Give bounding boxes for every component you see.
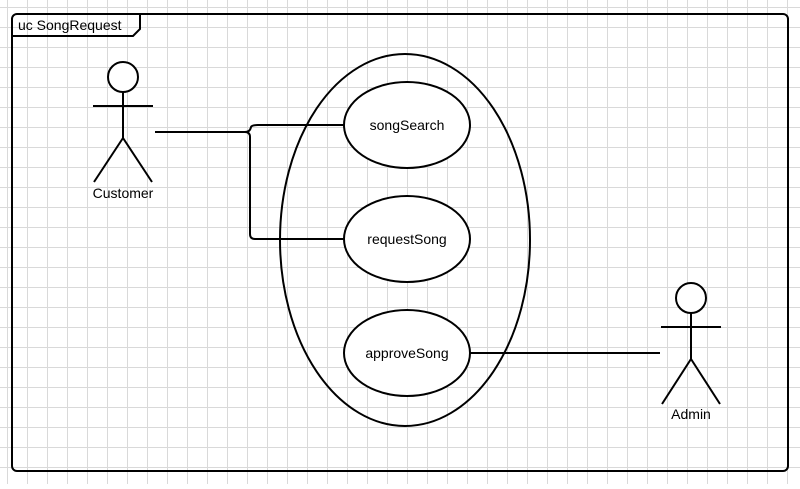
- actor-admin-right-leg: [690, 358, 721, 405]
- association-customer-songsearch[interactable]: [155, 124, 344, 133]
- actor-customer[interactable]: Customer: [93, 61, 154, 201]
- actor-customer-label: Customer: [93, 185, 154, 201]
- actor-admin-label: Admin: [671, 406, 711, 422]
- diagram-frame[interactable]: [11, 13, 789, 472]
- actor-admin[interactable]: Admin: [661, 282, 721, 422]
- actor-customer-head: [107, 61, 139, 93]
- use-case-requestsong-label: requestSong: [367, 231, 446, 247]
- frame-title-tab: [12, 14, 141, 37]
- association-customer-requestsong[interactable]: [244, 131, 344, 240]
- use-case-requestsong[interactable]: requestSong: [343, 195, 471, 283]
- frame-title: uc SongRequest: [18, 17, 122, 33]
- use-case-approvesong-label: approveSong: [365, 345, 448, 361]
- use-case-approvesong[interactable]: approveSong: [343, 309, 471, 397]
- actor-customer-left-leg: [93, 137, 124, 183]
- actor-admin-left-leg: [661, 358, 692, 405]
- use-case-songsearch-label: songSearch: [370, 117, 445, 133]
- actor-admin-head: [675, 282, 707, 314]
- actor-customer-right-leg: [122, 137, 153, 183]
- use-case-songsearch[interactable]: songSearch: [343, 81, 471, 169]
